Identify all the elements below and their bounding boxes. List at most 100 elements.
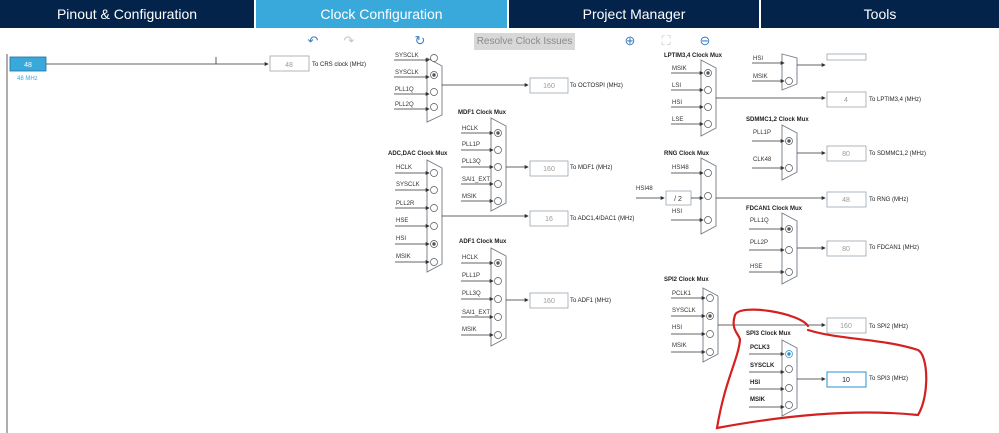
octospi-input-label: SYSCLK (395, 70, 419, 76)
hsi48-value: 48 (24, 62, 32, 69)
highlight-annotation (715, 308, 928, 430)
lptim34-label: To LPTIM3,4 (MHz) (869, 97, 921, 103)
lptim34-mux: LPTIM3,4 Clock Mux MSIK LSI HSI LSE 4 To… (664, 53, 921, 137)
spi3-value: 10 (842, 377, 850, 384)
octospi-value-box[interactable] (529, 77, 569, 94)
crs-clock-value-box[interactable] (269, 55, 310, 72)
fdcan-label: To FDCAN1 (MHz) (869, 245, 919, 251)
spi2-mux: SPI2 Clock Mux PCLK1 SYSCLK HSI MSIK 160… (664, 277, 908, 363)
adc-dac-input-label: HCLK (396, 165, 412, 171)
tab-tools[interactable]: Tools (863, 6, 897, 22)
redo-icon[interactable]: ↷ (343, 33, 355, 48)
lptim34-input-label: MSIK (672, 66, 687, 72)
adc-dac-mux-title: ADC,DAC Clock Mux (388, 151, 448, 157)
top-right-value-box[interactable] (826, 53, 867, 61)
adc-dac-input-label: MSIK (396, 254, 411, 260)
fdcan-input-label: PLL2P (750, 240, 768, 246)
octospi-input-label: PLL2Q (395, 102, 414, 108)
octospi-label: To OCTOSPI (MHz) (570, 83, 623, 89)
spi2-input-label: SYSCLK (672, 308, 696, 314)
mdf1-input-label: PLL3Q (462, 159, 481, 165)
octospi-mux: SYSCLK SYSCLK PLL1Q PLL2Q 160 To OCTOSPI… (394, 53, 623, 123)
spi3-input-label: SYSCLK (750, 363, 775, 369)
octospi-value: 160 (543, 83, 555, 90)
top-right-mux: HSI MSIK (752, 53, 867, 91)
sdmmc-mux-title: SDMMC1,2 Clock Mux (746, 117, 809, 123)
adc-dac-value: 16 (545, 216, 553, 223)
spi3-label: To SPI3 (MHz) (869, 376, 908, 382)
spi3-input-label: MSIK (750, 397, 766, 403)
resolve-clock-issues-button[interactable]: Resolve Clock Issues (474, 33, 575, 50)
rng-input-label: HSI (672, 209, 682, 215)
rng-source-label: HSI48 (636, 186, 653, 192)
tab-project-manager[interactable]: Project Manager (509, 0, 761, 28)
mdf1-input-label: PLL1P (462, 142, 480, 148)
spi3-input-label: PCLK3 (750, 345, 770, 351)
top-right-input-label: HSI (753, 56, 763, 62)
adf1-label: To ADF1 (MHz) (570, 298, 611, 304)
lptim34-input-label: LSI (672, 83, 681, 89)
spi2-value-box[interactable] (826, 317, 867, 334)
mdf1-value-box[interactable] (529, 160, 569, 177)
adf1-input-label: HCLK (462, 255, 478, 261)
mdf1-label: To MDF1 (MHz) (570, 165, 612, 171)
lptim34-value-box[interactable] (826, 91, 867, 108)
mdf1-input-label: SAI1_EXT (462, 177, 490, 183)
adf1-mux-title: ADF1 Clock Mux (459, 239, 507, 245)
fdcan-input-label: HSE (750, 264, 762, 270)
sdmmc-input-label: PLL1P (753, 130, 771, 136)
rng-value: 48 (842, 197, 850, 204)
crs-clock-value: 48 (285, 62, 293, 69)
tab-clock-configuration[interactable]: Clock Configuration (256, 0, 509, 28)
sdmmc-input-label: CLK48 (753, 157, 772, 163)
undo-icon[interactable]: ↶ (307, 33, 319, 48)
tab-bar: Pinout & Configuration Clock Configurati… (0, 0, 999, 28)
adf1-value-box[interactable] (529, 292, 569, 309)
octospi-input-label: SYSCLK (395, 53, 419, 59)
mdf1-mux-title: MDF1 Clock Mux (458, 110, 507, 116)
adf1-input-label: MSIK (462, 327, 477, 333)
mdf1-input-label: HCLK (462, 126, 478, 132)
zoom-in-icon[interactable]: ⊕ (624, 33, 636, 48)
spi3-input-label: HSI (750, 380, 760, 386)
top-right-input-label: MSIK (753, 74, 768, 80)
sdmmc-value: 80 (842, 151, 850, 158)
rng-divider: / 2 (674, 196, 682, 203)
mdf1-mux: MDF1 Clock Mux HCLK PLL1P PLL3Q SAI1_EXT… (458, 110, 612, 212)
crs-clock-label: To CRS clock (MHz) (312, 62, 366, 68)
rng-mux: RNG Clock Mux HSI48 HSI48 / 2 HSI 48 To … (636, 151, 908, 235)
fit-screen-icon[interactable]: ⛶ (661, 33, 671, 48)
adc-dac-input-label: PLL2R (396, 201, 415, 207)
octospi-input-label: PLL1Q (395, 87, 414, 93)
spi2-value: 160 (840, 323, 852, 330)
zoom-out-icon[interactable]: ⊖ (699, 33, 711, 48)
spi2-mux-title: SPI2 Clock Mux (664, 277, 709, 283)
adc-dac-mux: ADC,DAC Clock Mux HCLK SYSCLK PLL2R HSE … (388, 151, 634, 273)
adf1-input-label: PLL1P (462, 273, 480, 279)
rng-mux-title: RNG Clock Mux (664, 151, 710, 157)
fdcan-value-box[interactable] (826, 240, 867, 257)
mdf1-value: 160 (543, 166, 555, 173)
adc-dac-value-box[interactable] (529, 210, 569, 227)
adf1-value: 160 (543, 298, 555, 305)
sdmmc-value-box[interactable] (826, 145, 867, 162)
adf1-mux: ADF1 Clock Mux HCLK PLL1P PLL3Q SAI1_EXT… (459, 239, 611, 347)
refresh-icon[interactable]: ↻ (414, 33, 426, 48)
adf1-input-label: PLL3Q (462, 291, 481, 297)
fdcan-input-label: PLL1Q (750, 218, 769, 224)
spi2-input-label: MSIK (672, 343, 687, 349)
spi2-input-label: HSI (672, 325, 682, 331)
spi3-mux: SPI3 Clock Mux PCLK3 SYSCLK HSI MSIK 10 … (746, 331, 908, 417)
lptim34-input-label: LSE (672, 117, 683, 123)
adc-dac-label: To ADC1,4/DAC1 (MHz) (570, 216, 634, 222)
lptim34-value: 4 (844, 97, 848, 104)
spi3-value-box[interactable] (826, 371, 867, 388)
tab-pinout-configuration[interactable]: Pinout & Configuration (0, 0, 256, 28)
sdmmc-mux: SDMMC1,2 Clock Mux PLL1P CLK48 80 To SDM… (746, 117, 926, 181)
sdmmc-label: To SDMMC1,2 (MHz) (869, 151, 926, 157)
spi3-mux-title: SPI3 Clock Mux (746, 331, 791, 337)
adc-dac-input-label: HSI (396, 236, 406, 242)
rng-value-box[interactable] (826, 191, 867, 208)
lptim34-mux-title: LPTIM3,4 Clock Mux (664, 53, 723, 59)
